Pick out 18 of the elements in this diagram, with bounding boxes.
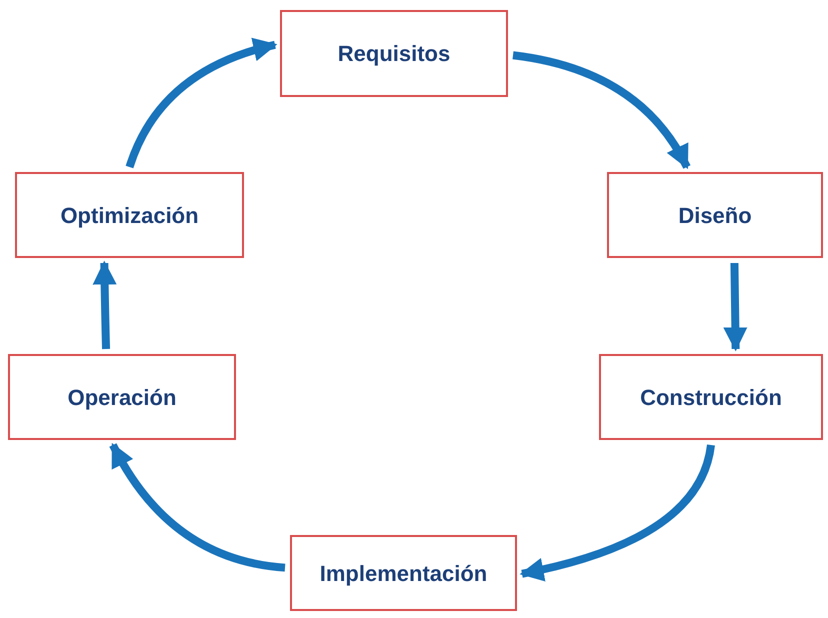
- arrow: [92, 260, 117, 350]
- arrow: [520, 444, 715, 582]
- process-box: [607, 172, 823, 258]
- arrow: [723, 262, 748, 352]
- process-box: [280, 10, 508, 97]
- box-label: Requisitos: [338, 40, 450, 68]
- arrow: [126, 38, 278, 168]
- box-label: Optimización: [60, 202, 199, 230]
- process-box: [15, 172, 244, 258]
- arrow: [109, 442, 286, 572]
- box-label: Implementación: [320, 560, 488, 588]
- box-label: Diseño: [678, 202, 752, 230]
- process-box: [290, 535, 517, 611]
- arrow: [512, 51, 690, 170]
- box-label: Operación: [68, 384, 176, 412]
- process-box: [8, 354, 236, 440]
- process-box: [599, 354, 823, 440]
- box-label: Construcción: [640, 384, 782, 412]
